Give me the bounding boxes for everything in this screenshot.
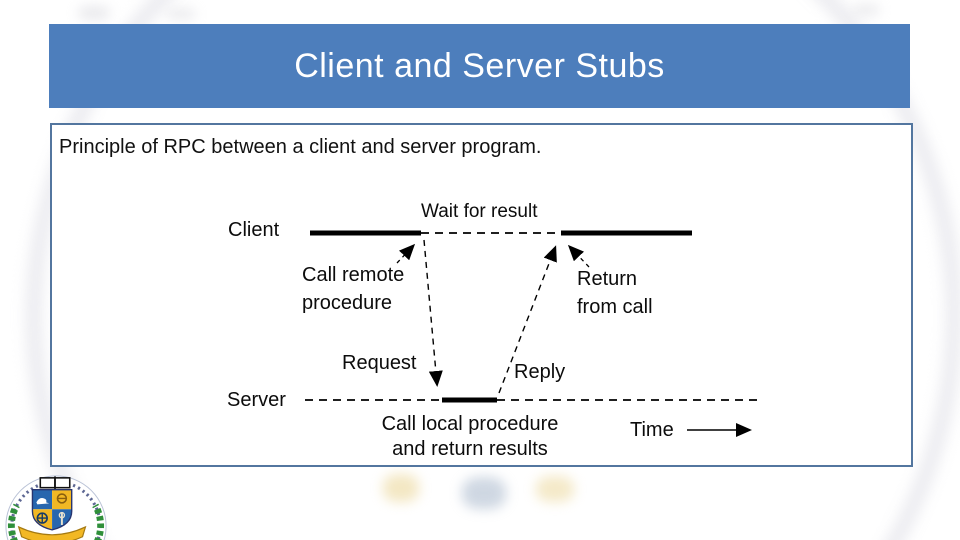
background-smudge — [78, 6, 110, 20]
background-smudge — [383, 474, 419, 502]
laurel-left-icon — [7, 503, 20, 540]
call-local-line1: Call local procedure — [381, 413, 559, 435]
call-remote-procedure-label: Call remote procedure — [302, 261, 404, 317]
shield-icon — [31, 488, 73, 531]
background-smudge — [536, 476, 574, 502]
server-label: Server — [227, 389, 286, 411]
content-box: Principle of RPC between a client and se… — [50, 123, 913, 467]
time-label: Time — [630, 419, 674, 441]
return-line2: from call — [577, 296, 653, 318]
return-line1: Return — [577, 268, 638, 290]
banner-ribbon-icon — [17, 525, 87, 540]
reply-label: Reply — [514, 361, 566, 383]
background-smudge — [166, 8, 196, 20]
client-label: Client — [228, 219, 280, 241]
university-seal-logo — [5, 475, 107, 540]
call-local-line2: and return results — [392, 438, 548, 460]
call-remote-line1: Call remote — [302, 264, 405, 286]
call-local-procedure-label: Call local procedure and return results — [345, 412, 595, 462]
call-remote-line2: procedure — [302, 292, 393, 314]
request-label: Request — [342, 352, 417, 374]
laurel-right-icon — [92, 503, 105, 540]
slide-header: Client and Server Stubs — [49, 24, 910, 108]
wait-for-result-label: Wait for result — [421, 201, 538, 222]
open-book-icon — [39, 476, 71, 490]
background-smudge — [462, 477, 506, 509]
slide-title: Client and Server Stubs — [294, 46, 665, 85]
background-smudge — [852, 4, 880, 16]
slide-subtitle: Principle of RPC between a client and se… — [59, 136, 542, 158]
return-from-call-label: Return from call — [577, 265, 653, 321]
